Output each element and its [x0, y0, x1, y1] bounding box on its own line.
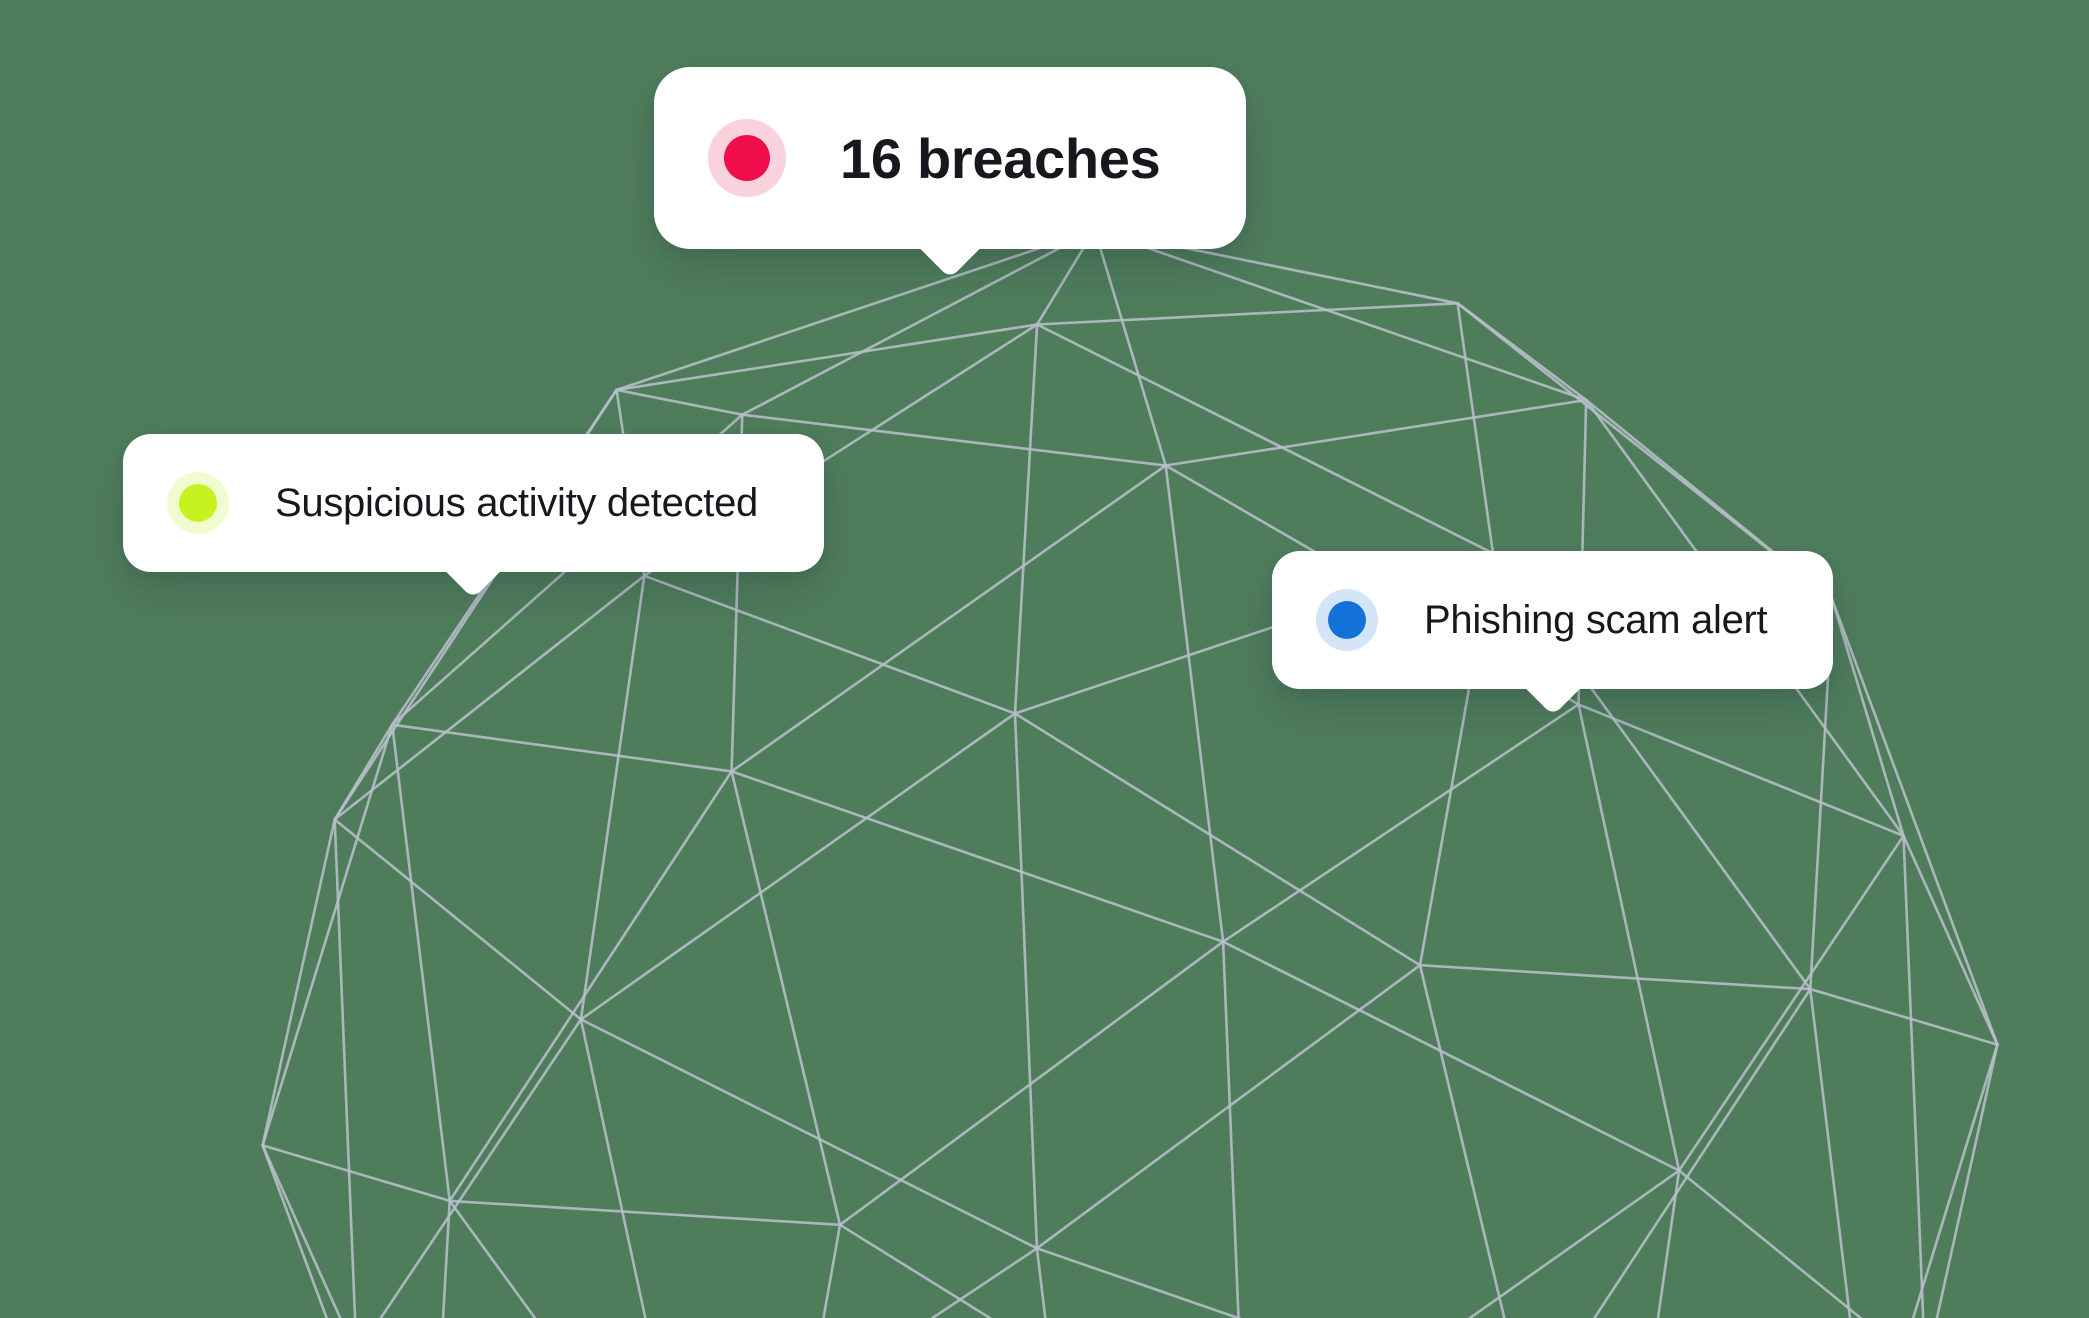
callout-phishing-scam: Phishing scam alert [1272, 551, 1834, 716]
callout-content: 16 breaches [654, 119, 1246, 197]
suspicious-dot-icon [179, 484, 217, 522]
callout-label: Phishing scam alert [1424, 597, 1768, 642]
callout-suspicious-activity: Suspicious activity detected [123, 434, 824, 599]
phishing-dot-icon [1328, 601, 1366, 639]
breaches-dot-halo [708, 119, 786, 197]
suspicious-dot-halo [167, 472, 229, 534]
callout-breaches: 16 breaches [654, 67, 1247, 279]
breaches-dot-icon [724, 135, 770, 181]
callout-content: Phishing scam alert [1272, 589, 1833, 651]
callout-label: Suspicious activity detected [275, 480, 758, 525]
callout-content: Suspicious activity detected [123, 472, 824, 534]
callout-label: 16 breaches [840, 126, 1161, 190]
phishing-dot-halo [1316, 589, 1378, 651]
